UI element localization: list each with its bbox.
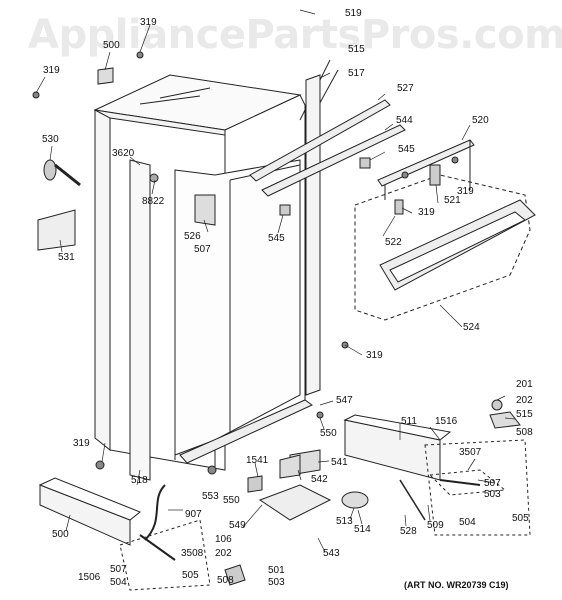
callout-3507: 3507 (459, 447, 482, 458)
callout-505: 505 (182, 570, 199, 581)
callout-528: 528 (400, 526, 417, 537)
callout-319: 319 (418, 207, 435, 218)
callout-503: 503 (484, 489, 501, 500)
callout-515: 515 (348, 44, 365, 55)
callout-514: 514 (354, 524, 371, 535)
callout-106: 106 (215, 534, 232, 545)
callout-3508: 3508 (181, 548, 204, 559)
callout-202: 202 (516, 395, 533, 406)
callout-549: 549 (229, 520, 246, 531)
crisper-door-panel (354, 174, 536, 321)
callout-319: 319 (366, 350, 383, 361)
callout-518: 518 (131, 475, 148, 486)
callout-500: 500 (52, 529, 69, 540)
cabinet-body (93, 59, 339, 481)
callout-508: 508 (217, 575, 234, 586)
callout-520: 520 (472, 115, 489, 126)
callout-1541: 1541 (246, 455, 269, 466)
callout-543: 543 (323, 548, 340, 559)
callout-519: 519 (345, 8, 362, 19)
callout-524: 524 (463, 322, 480, 333)
small-parts (32, 51, 459, 475)
callout-319: 319 (43, 65, 60, 76)
callout-550: 550 (223, 495, 240, 506)
callout-509: 509 (427, 520, 444, 531)
callout-201: 201 (516, 379, 533, 390)
callout-907: 907 (185, 509, 202, 520)
leader-lines (35, 9, 516, 553)
callout-515: 515 (516, 409, 533, 420)
callout-507: 507 (110, 564, 127, 575)
callout-508: 508 (516, 427, 533, 438)
callout-521: 521 (444, 195, 461, 206)
callout-501: 501 (268, 565, 285, 576)
callout-531: 531 (58, 252, 75, 263)
callout-507: 507 (484, 478, 501, 489)
callout-526: 526 (184, 231, 201, 242)
callout-319: 319 (73, 438, 90, 449)
callout-319: 319 (140, 17, 157, 28)
callout-504: 504 (459, 517, 476, 528)
callout-202: 202 (215, 548, 232, 559)
art-number: (ART NO. WR20739 C19) (404, 580, 509, 590)
callout-527: 527 (397, 83, 414, 94)
callout-553: 553 (202, 491, 219, 502)
callout-504: 504 (110, 577, 127, 588)
callout-1516: 1516 (435, 416, 458, 427)
callout-503: 503 (268, 577, 285, 588)
callout-530: 530 (42, 134, 59, 145)
callout-511: 511 (401, 416, 417, 427)
callout-517: 517 (348, 68, 365, 79)
callout-547: 547 (336, 395, 353, 406)
callout-545: 545 (398, 144, 415, 155)
callout-544: 544 (396, 115, 413, 126)
callout-522: 522 (385, 237, 402, 248)
callout-513: 513 (336, 516, 353, 527)
callout-8822: 8822 (142, 196, 165, 207)
callout-3620: 3620 (112, 148, 135, 159)
lower-assemblies (38, 399, 531, 591)
callout-550: 550 (320, 428, 337, 439)
callout-319: 319 (457, 186, 474, 197)
callout-500: 500 (103, 40, 120, 51)
callout-545: 545 (268, 233, 285, 244)
watermark: AppliancePartsPros.com (28, 12, 562, 58)
callout-541: 541 (331, 457, 348, 468)
callout-505: 505 (512, 513, 529, 524)
callout-507: 507 (194, 244, 211, 255)
callout-542: 542 (311, 474, 328, 485)
callout-1506: 1506 (78, 572, 101, 583)
